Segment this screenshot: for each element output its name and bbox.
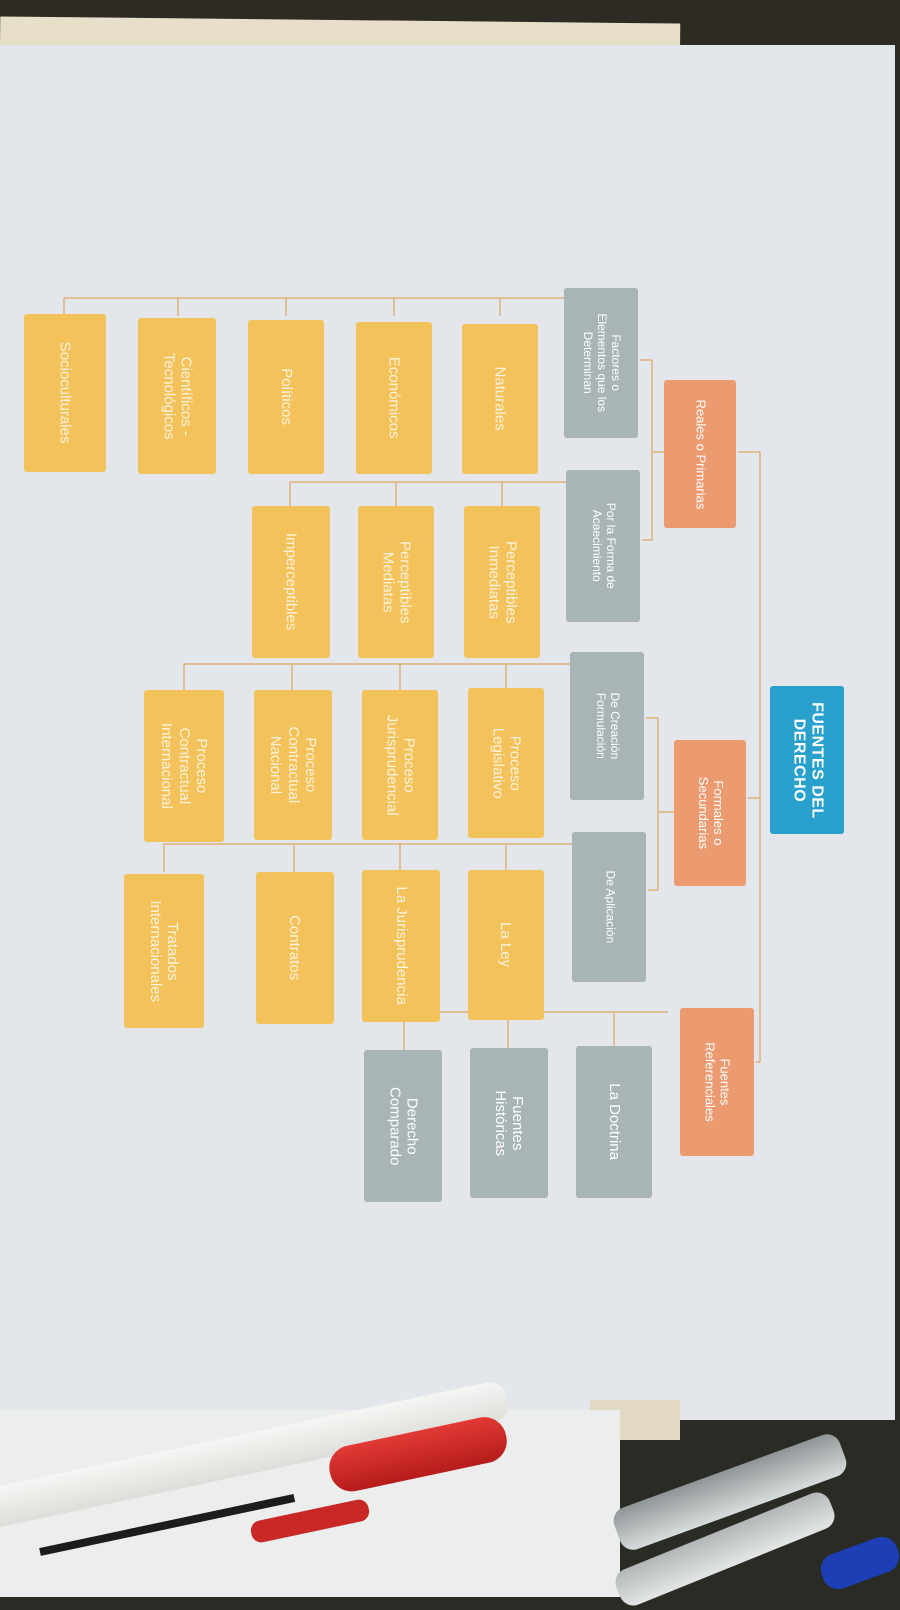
- leaf-economicos: Económicos: [356, 322, 432, 474]
- leaf-label: Fuentes Históricas: [491, 1090, 527, 1156]
- leaf-proceso-contractual-internacional: Proceso Contractual Internacional: [144, 690, 224, 842]
- group-label: Factores o Elementos que los Determinan: [581, 313, 623, 413]
- category-label: Formales o Secundarias: [696, 776, 726, 850]
- group-forma-acaecimiento: Por la Forma de Acaecimiento: [566, 470, 640, 622]
- leaf-label: Proceso Contractual Nacional: [267, 726, 319, 804]
- leaf-proceso-contractual-nacional: Proceso Contractual Nacional: [254, 690, 332, 840]
- leaf-cientificos: Científicos - Tecnológicos: [138, 318, 216, 474]
- leaf-tratados-internacionales: Tratados Internacionales: [124, 874, 204, 1028]
- leaf-perceptibles-inmediatas: Perceptibles Inmediatas: [464, 506, 540, 658]
- leaf-imperceptibles: Imperceptibles: [252, 506, 330, 658]
- group-label: Por la Forma de Acaecimiento: [590, 502, 618, 590]
- leaf-label: Tratados Internacionales: [147, 900, 182, 1002]
- leaf-label: La Ley: [497, 922, 515, 968]
- group-aplicacion: De Aplicación: [572, 832, 646, 982]
- leaf-label: La Jurisprudencia: [392, 886, 410, 1006]
- leaf-derecho-comparado: Derecho Comparado: [364, 1050, 442, 1202]
- leaf-label: Perceptibles Inmediatas: [485, 540, 520, 624]
- category-label: Fuentes Referenciales: [703, 1042, 733, 1122]
- leaf-proceso-jurisprudencial: Proceso Jurisprudencial: [362, 690, 438, 840]
- category-referenciales: Fuentes Referenciales: [680, 1008, 754, 1156]
- leaf-socioculturales: Socioculturales: [24, 314, 106, 472]
- group-label: De Aplicación: [602, 870, 617, 944]
- leaf-proceso-legislativo: Proceso Legislativo: [468, 688, 544, 838]
- category-formales: Formales o Secundarias: [674, 740, 746, 886]
- leaf-label: Proceso Contractual Internacional: [158, 723, 210, 809]
- group-factores: Factores o Elementos que los Determinan: [564, 288, 638, 438]
- leaf-label: Políticos: [277, 368, 295, 426]
- leaf-label: Derecho Comparado: [386, 1086, 421, 1166]
- leaf-label: La Doctrina: [605, 1083, 623, 1161]
- leaf-label: Contratos: [286, 915, 304, 981]
- leaf-politicos: Políticos: [248, 320, 324, 474]
- leaf-contratos: Contratos: [256, 872, 334, 1024]
- leaf-naturales: Naturales: [462, 324, 538, 474]
- leaf-la-ley: La Ley: [468, 870, 544, 1020]
- leaf-label: Naturales: [491, 366, 509, 432]
- category-reales: Reales o Primarias: [664, 380, 736, 528]
- leaf-label: Imperceptibles: [282, 533, 300, 631]
- group-label: De Creación Formulación: [593, 692, 622, 760]
- leaf-label: Socioculturales: [56, 342, 74, 444]
- leaf-label: Proceso Jurisprudencial: [383, 714, 418, 816]
- leaf-la-jurisprudencia: La Jurisprudencia: [362, 870, 440, 1022]
- leaf-perceptibles-mediatas: Perceptibles Mediatas: [358, 506, 434, 658]
- root-label: FUENTES DEL DERECHO: [790, 701, 826, 819]
- category-label: Reales o Primarias: [693, 399, 709, 509]
- leaf-la-doctrina: La Doctrina: [576, 1046, 652, 1198]
- leaf-label: Perceptibles Mediatas: [379, 540, 414, 624]
- leaf-fuentes-historicas: Fuentes Históricas: [470, 1048, 548, 1198]
- leaf-label: Proceso Legislativo: [488, 727, 524, 799]
- root-node: FUENTES DEL DERECHO: [770, 686, 844, 834]
- leaf-label: Económicos: [385, 357, 403, 439]
- group-creacion-formulacion: De Creación Formulación: [570, 652, 644, 800]
- leaf-label: Científicos - Tecnológicos: [160, 352, 195, 440]
